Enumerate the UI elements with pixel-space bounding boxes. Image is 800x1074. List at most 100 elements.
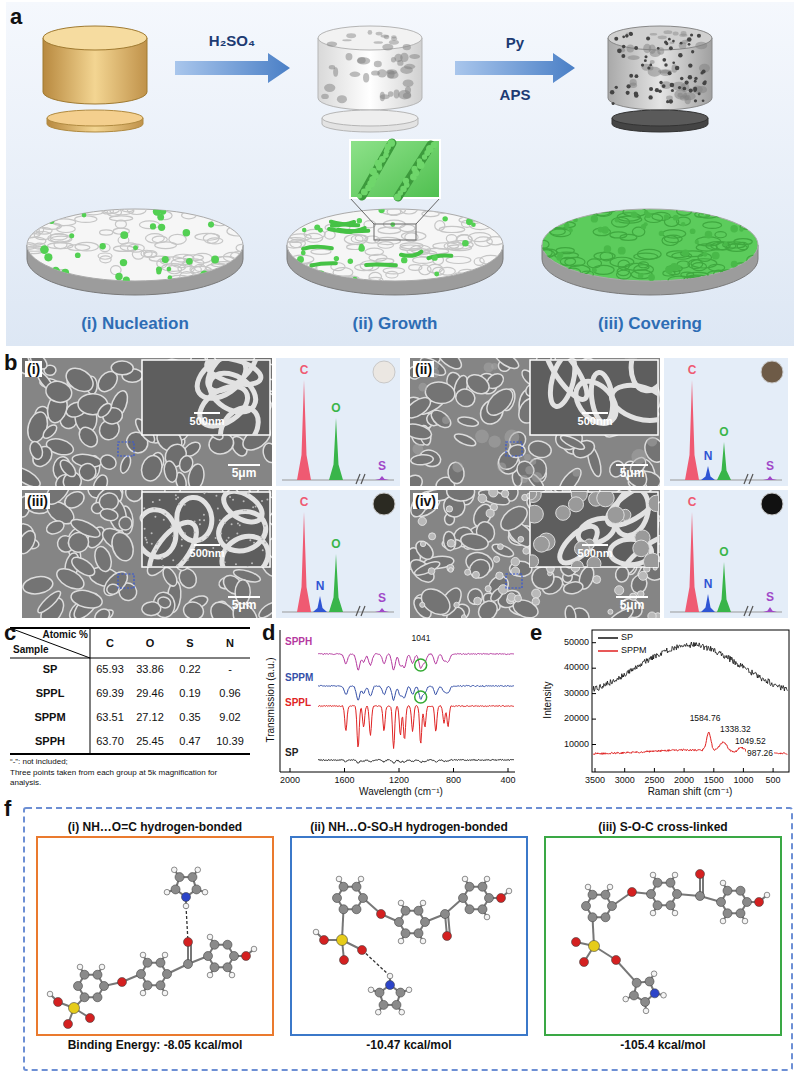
pore-wall: [142, 515, 205, 567]
deposit: [465, 569, 471, 575]
atom: [414, 906, 423, 915]
table-cell: 0.96: [219, 687, 240, 700]
nucleus-dot: [160, 208, 166, 214]
polymer-dot: [665, 42, 668, 45]
axis-break: [749, 474, 753, 484]
axis-title: Intensity: [542, 681, 554, 718]
pore: [52, 219, 75, 226]
deposit: [647, 436, 657, 446]
pore: [618, 260, 630, 270]
polymer-dot: [648, 95, 652, 99]
pore: [223, 210, 237, 216]
nucleus-dot: [208, 222, 214, 228]
nucleus-dot: [34, 271, 42, 279]
grain: [215, 537, 217, 539]
pore: [734, 239, 752, 245]
nucleus-dot: [24, 259, 30, 265]
atom: [653, 878, 662, 887]
atom: [336, 876, 342, 882]
atom: [377, 910, 386, 919]
deposit: [475, 430, 489, 444]
atom: [164, 889, 170, 895]
table-note: “-”: not included;: [10, 757, 250, 767]
polymer-grain: [731, 261, 738, 268]
nucleus-dot: [231, 264, 240, 273]
deposit: [486, 509, 494, 517]
grain: [220, 533, 222, 535]
deposit: [525, 466, 533, 474]
element-peak: [685, 512, 699, 612]
grain: [154, 516, 156, 518]
polymer-bump: [387, 139, 395, 147]
process-arrow: [175, 53, 290, 83]
atom: [242, 952, 251, 961]
pore: [734, 269, 756, 278]
pore: [475, 273, 488, 282]
pore: [69, 516, 103, 541]
polymer-dot: [617, 49, 622, 54]
atom: [204, 952, 213, 961]
nucleus-dot: [156, 269, 161, 274]
pore: [648, 67, 662, 77]
pore: [536, 218, 552, 226]
tick-value: 30000: [564, 688, 589, 698]
polymer-strand: [401, 252, 421, 256]
grain: [156, 543, 158, 545]
pore: [118, 516, 132, 530]
grain: [247, 492, 249, 494]
polymer-grain: [618, 247, 626, 255]
tick-value: 50000: [564, 637, 589, 647]
polymer-bump: [369, 168, 376, 175]
polymer-dot: [626, 84, 630, 88]
bond-dashed: [362, 950, 390, 976]
deposit: [523, 547, 530, 554]
legend-text: SPPM: [621, 645, 647, 655]
grain: [232, 499, 234, 501]
atom: [392, 1000, 401, 1009]
atom: [628, 888, 637, 897]
atom: [86, 1014, 95, 1023]
deposit: [532, 598, 540, 606]
pore: [346, 53, 353, 60]
pore: [380, 92, 385, 101]
pore: [410, 472, 425, 486]
scale-bar: [194, 544, 220, 546]
pore: [538, 269, 550, 276]
tick-value: 40000: [564, 662, 589, 672]
polymer-dot: [670, 83, 675, 88]
pore: [227, 226, 249, 236]
polymer-grain: [703, 252, 708, 257]
polymer-grain: [681, 222, 686, 227]
atom: [162, 990, 168, 996]
atom: [462, 876, 468, 882]
zoom-line: [350, 198, 374, 224]
atom: [368, 987, 374, 993]
pore: [737, 242, 748, 249]
grain: [164, 513, 166, 515]
atom: [465, 905, 474, 914]
image-tag: (ii): [413, 361, 434, 377]
nucleus-dot: [390, 222, 395, 227]
scale-value: 500nm: [578, 547, 613, 560]
polymer-dot: [672, 61, 675, 64]
membrane-disc: [27, 209, 243, 281]
polymer-bump: [411, 166, 417, 172]
nucleus-dot: [297, 256, 304, 263]
atom: [414, 929, 423, 938]
grain: [151, 543, 153, 545]
pore: [496, 502, 531, 535]
grain: [243, 509, 245, 511]
pore: [69, 588, 104, 611]
tick-value: 3000: [615, 775, 635, 785]
table-cell: 69.39: [96, 687, 124, 700]
pore: [22, 575, 54, 596]
deposit: [593, 576, 601, 584]
atom: [717, 898, 726, 907]
pore: [417, 584, 455, 618]
pore: [446, 490, 475, 502]
pore: [369, 272, 382, 281]
deposit: [518, 536, 524, 542]
scale-bar: [616, 596, 648, 598]
grain: [237, 522, 239, 524]
